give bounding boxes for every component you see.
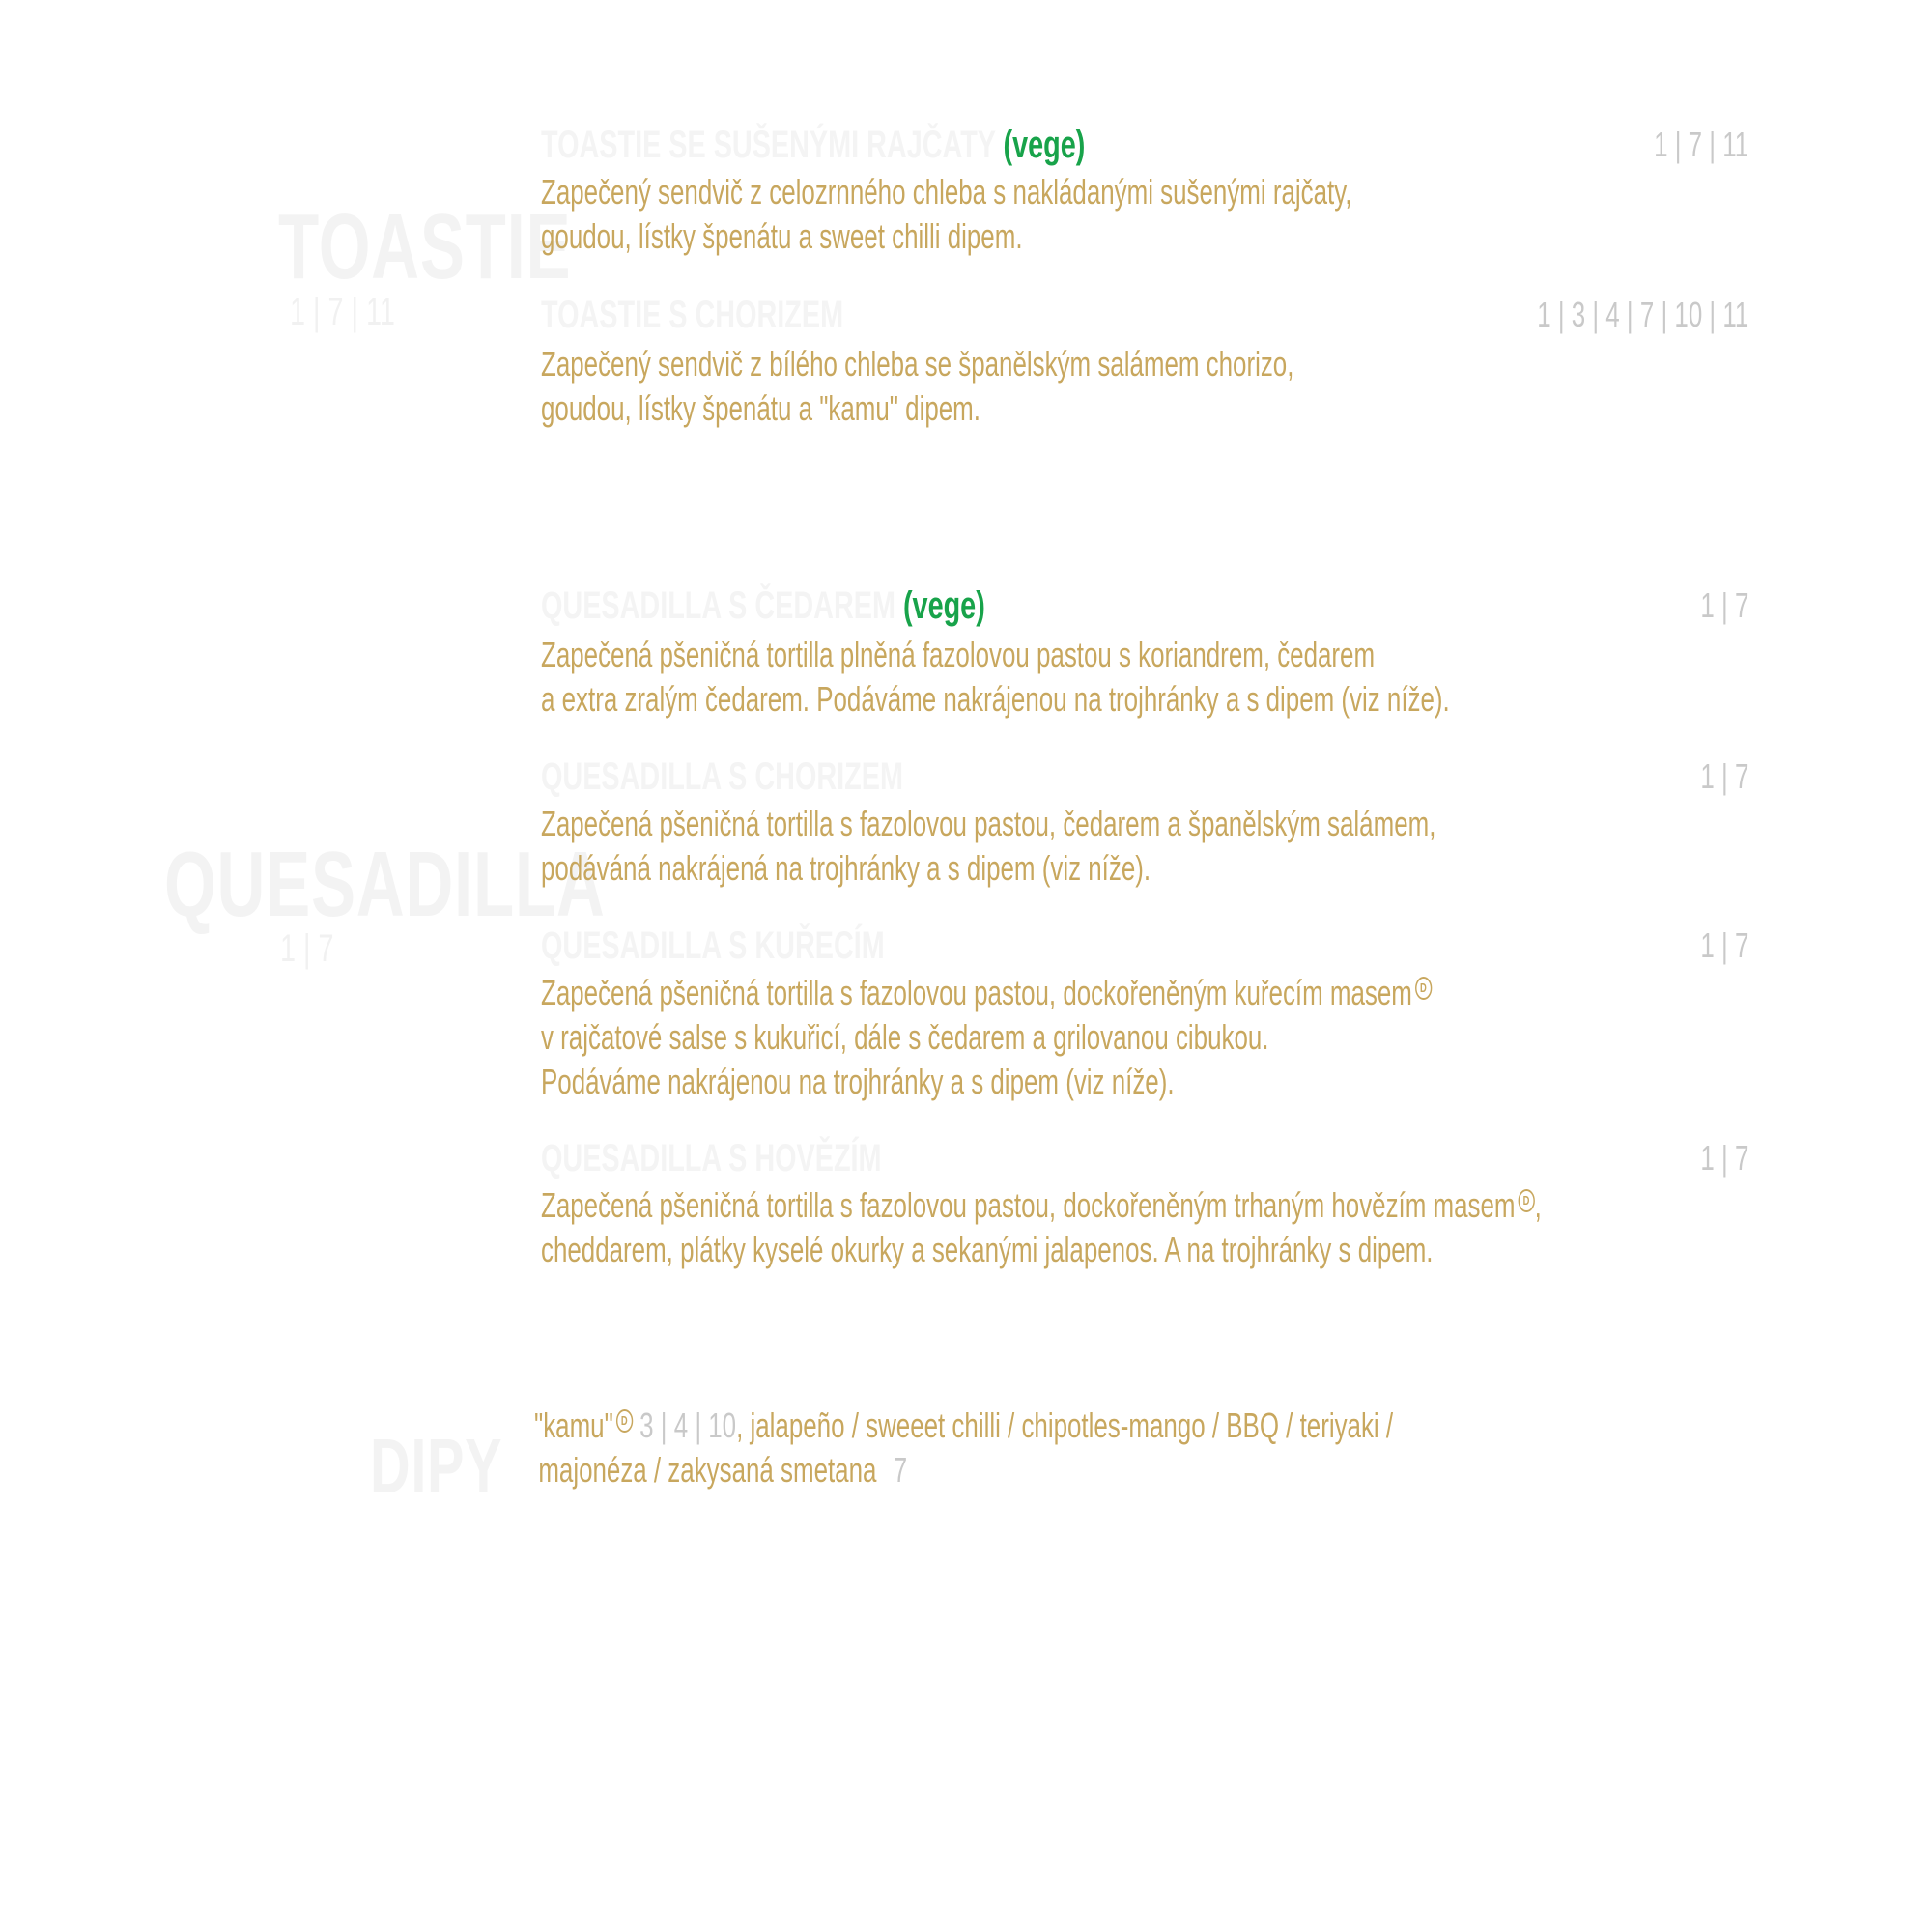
menu-item: TOASTIE S CHORIZEM 1 | 3 | 4 | 7 | 10 | … [541, 292, 1748, 437]
item-name: QUESADILLA S HOVĚZÍM [541, 1135, 882, 1181]
dips-text: majonéza / zakysaná smetana [538, 1450, 877, 1490]
item-name-text: QUESADILLA S HOVĚZÍM [541, 1137, 882, 1179]
menu-item: TOASTIE SE SUŠENÝMI RAJČATY (vege) 1 | 7… [541, 122, 1748, 267]
description-line: a extra zralým čedarem. Podáváme nakráje… [541, 679, 1450, 719]
item-allergens: 1 | 7 [1700, 925, 1748, 965]
menu-item: QUESADILLA S HOVĚZÍM 1 | 7 Zapečená pšen… [541, 1135, 1748, 1280]
menu-item: QUESADILLA S ČEDAREM (vege) 1 | 7 Zapeče… [541, 582, 1748, 719]
item-description: Zapečený sendvič z celozrnného chleba s … [541, 170, 1351, 259]
dip-kamu: "kamu" [534, 1406, 613, 1445]
description-line: goudou, lístky špenátu a "kamu" dipem. [541, 388, 980, 428]
section-title-toastie: TOASTIE [278, 195, 572, 298]
dips-text: , jalapeño / sweeet chilli / chipotles-m… [736, 1406, 1394, 1445]
item-description: Zapečená pšeničná tortilla s fazolovou p… [541, 1183, 1542, 1272]
item-name: TOASTIE SE SUŠENÝMI RAJČATY (vege) [541, 122, 1085, 168]
section-title-quesadilla: QUESADILLA [164, 833, 606, 936]
item-allergens: 1 | 7 [1700, 756, 1748, 796]
dips-line: majonéza / zakysaná smetana 7 [534, 1448, 1438, 1492]
description-text: Zapečená pšeničná tortilla s fazolovou p… [541, 973, 1412, 1012]
dip-allergens: 7 [893, 1450, 908, 1490]
item-description: Zapečený sendvič z bílého chleba se špan… [541, 342, 1293, 431]
section-subtitle-quesadilla: 1 | 7 [280, 927, 334, 970]
item-name-text: QUESADILLA S ČEDAREM [541, 584, 895, 627]
menu-item: QUESADILLA S KUŘECÍM 1 | 7 Zapečená pšen… [541, 923, 1748, 1106]
item-name-text: TOASTIE S CHORIZEM [541, 294, 844, 336]
item-name: QUESADILLA S ČEDAREM (vege) [541, 582, 985, 629]
description-line: Zapečená pšeničná tortilla s fazolovou p… [541, 1183, 1542, 1228]
house-dip-mark-icon: D [615, 1409, 633, 1433]
description-line: v rajčatové salse s kukuřicí, dále s čed… [541, 1017, 1269, 1057]
item-description: Zapečená pšeničná tortilla plněná fazolo… [541, 633, 1450, 722]
vege-badge: (vege) [1003, 124, 1086, 166]
description-line: Zapečený sendvič z bílého chleba se špan… [541, 344, 1294, 384]
dip-allergens: 3 | 4 | 10 [639, 1406, 737, 1445]
description-line: Zapečená pšeničná tortilla s fazolovou p… [541, 804, 1436, 843]
description-line: Zapečená pšeničná tortilla plněná fazolo… [541, 635, 1376, 674]
item-name-text: QUESADILLA S CHORIZEM [541, 755, 903, 798]
section-title-dipy: DIPY [370, 1423, 503, 1509]
description-line: Zapečená pšeničná tortilla s fazolovou p… [541, 971, 1433, 1015]
item-allergens: 1 | 7 [1700, 585, 1748, 625]
house-dip-mark-icon: D [1414, 977, 1433, 1000]
dips-line: "kamu"D 3 | 4 | 10, jalapeño / sweeet ch… [534, 1404, 1438, 1448]
item-name: TOASTIE S CHORIZEM [541, 292, 843, 338]
item-description: Zapečená pšeničná tortilla s fazolovou p… [541, 971, 1433, 1104]
description-line: podáváná nakrájená na trojhránky a s dip… [541, 848, 1151, 888]
item-allergens: 1 | 7 | 11 [1653, 125, 1748, 164]
description-line: cheddarem, plátky kyselé okurky a sekaný… [541, 1230, 1434, 1269]
item-description: Zapečená pšeničná tortilla s fazolovou p… [541, 802, 1435, 891]
item-name-text: QUESADILLA S KUŘECÍM [541, 924, 885, 967]
menu-item: QUESADILLA S CHORIZEM 1 | 7 Zapečená pše… [541, 753, 1748, 889]
description-text: , [1534, 1185, 1542, 1225]
house-dip-mark-icon: D [1518, 1189, 1535, 1212]
description-text: Zapečená pšeničná tortilla s fazolovou p… [541, 1185, 1516, 1225]
item-allergens: 1 | 7 [1700, 1138, 1748, 1178]
item-name-text: TOASTIE SE SUŠENÝMI RAJČATY [541, 124, 996, 166]
description-line: Podáváme nakrájenou na trojhránky a s di… [541, 1062, 1175, 1101]
description-line: Zapečený sendvič z celozrnného chleba s … [541, 172, 1352, 212]
description-line: goudou, lístky špenátu a sweet chilli di… [541, 216, 1023, 256]
vege-badge: (vege) [902, 584, 985, 627]
dips-list: "kamu"D 3 | 4 | 10, jalapeño / sweeet ch… [534, 1404, 1438, 1492]
item-name: QUESADILLA S CHORIZEM [541, 753, 903, 800]
section-subtitle-toastie: 1 | 7 | 11 [290, 291, 395, 333]
item-name: QUESADILLA S KUŘECÍM [541, 923, 885, 969]
item-allergens: 1 | 3 | 4 | 7 | 10 | 11 [1536, 295, 1748, 334]
